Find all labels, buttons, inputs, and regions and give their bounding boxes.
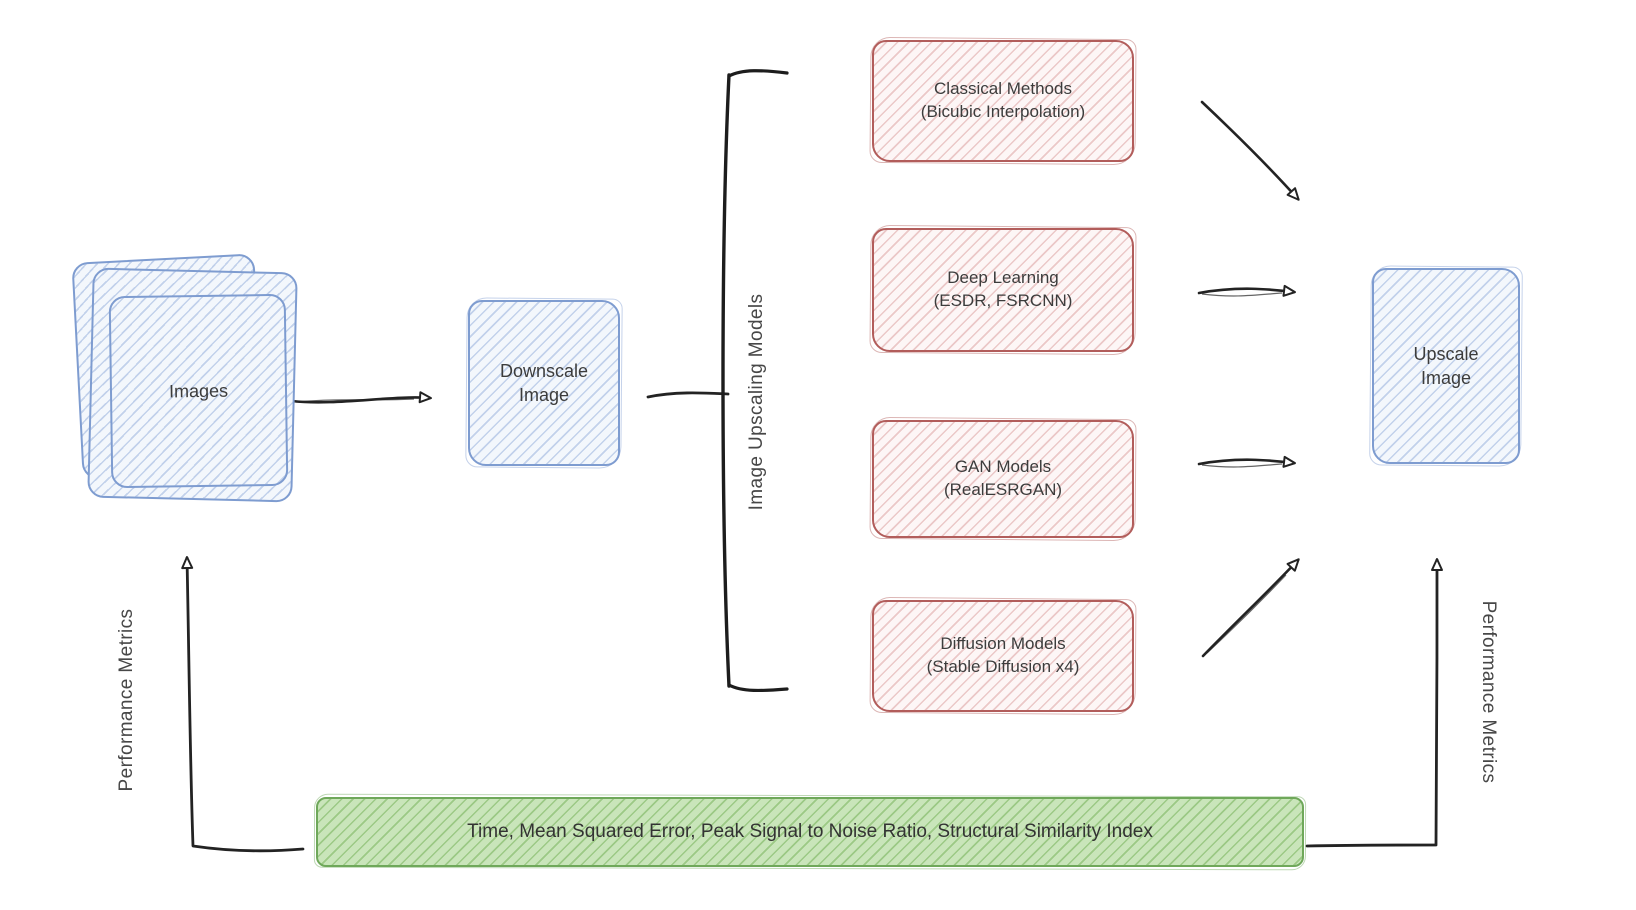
node-model-classical: Classical Methods (Bicubic Interpolation… [872, 40, 1134, 162]
performance-metrics-label-left: Performance Metrics [116, 608, 137, 792]
upscale-label-line2: Image [1420, 368, 1472, 388]
downscale-label-line1: Downscale [499, 360, 589, 381]
node-upscale-image: Upscale Image [1372, 268, 1520, 464]
node-downscale-image: Downscale Image [468, 300, 620, 466]
arrow-images-to-downscale-overdraw [295, 398, 415, 403]
metrics-bar: Time, Mean Squared Error, Peak Signal to… [316, 797, 1304, 867]
model-classical-line2: (Bicubic Interpolation) [920, 102, 1086, 121]
performance-metrics-label-right: Performance Metrics [1478, 600, 1499, 784]
node-model-deep-learning: Deep Learning (ESDR, FSRCNN) [872, 228, 1134, 352]
images-card-front: Images [108, 293, 289, 489]
model-deep-learning-line2: (ESDR, FSRCNN) [933, 291, 1073, 310]
arrow-diffusion-to-upscale [1201, 558, 1300, 658]
images-label: Images [168, 380, 229, 402]
model-classical-line1: Classical Methods [934, 79, 1072, 99]
arrow-gan-to-upscale [1197, 455, 1296, 468]
upscale-label-line1: Upscale [1413, 343, 1479, 364]
model-deep-learning-line1: Deep Learning [947, 268, 1059, 288]
arrow-deep-learning-overdraw [1201, 292, 1283, 297]
arrow-metrics-to-images [181, 556, 305, 853]
models-bracket-label: Image Upscaling Models [746, 293, 767, 511]
arrow-deep-learning-to-upscale [1197, 284, 1296, 297]
node-images: Images [71, 253, 310, 503]
arrow-downscale-to-models [646, 391, 730, 399]
model-diffusion-line2: (Stable Diffusion x4) [926, 657, 1080, 676]
model-gan-line2: (RealESRGAN) [943, 480, 1063, 499]
arrow-metrics-to-upscale [1305, 558, 1443, 848]
metrics-bar-label: Time, Mean Squared Error, Peak Signal to… [467, 821, 1153, 843]
downscale-label-line2: Image [518, 385, 570, 405]
model-diffusion-line1: Diffusion Models [940, 634, 1066, 654]
node-model-diffusion: Diffusion Models (Stable Diffusion x4) [872, 600, 1134, 712]
node-model-gan: GAN Models (RealESRGAN) [872, 420, 1134, 538]
models-bracket [721, 69, 789, 693]
model-gan-line1: GAN Models [954, 457, 1052, 477]
arrow-diffusion-overdraw [1206, 574, 1287, 654]
arrow-gan-overdraw [1201, 463, 1283, 468]
arrow-classical-to-upscale [1200, 100, 1300, 201]
